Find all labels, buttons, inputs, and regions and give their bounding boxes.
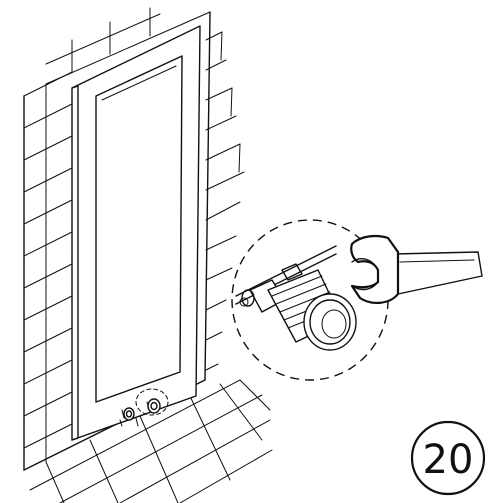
wall-tiles [23, 7, 245, 471]
valve-pair [119, 388, 169, 427]
mirror-panel [71, 25, 201, 441]
step-number: 20 [423, 437, 474, 483]
detail-valve [235, 245, 357, 351]
valve-icon [119, 398, 161, 427]
wrench-icon [350, 234, 483, 304]
step-number-badge: 20 [410, 420, 486, 496]
